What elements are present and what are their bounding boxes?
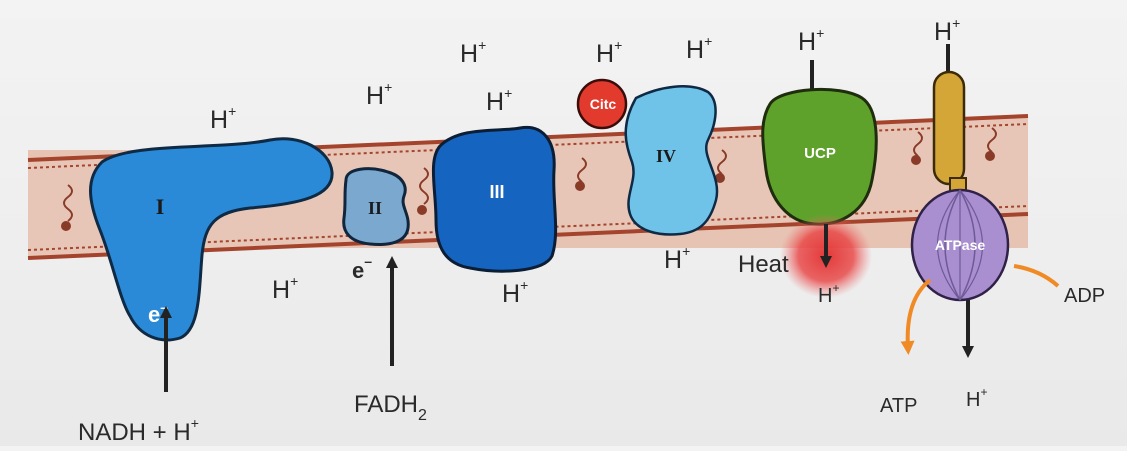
cytochrome-c-label: Citc	[590, 96, 617, 112]
cytochrome-c: Citc	[576, 78, 628, 130]
proton-label: H+	[272, 273, 298, 304]
adp-label: ADP	[1064, 285, 1105, 307]
atpase-label: ATPase	[935, 237, 986, 253]
fadh-label: FADH2	[354, 391, 427, 424]
electron-label-2: e–	[352, 253, 372, 283]
nadh-label: NADH + H+	[78, 415, 199, 446]
proton-label: H+	[366, 79, 392, 110]
proton-label: H+	[934, 15, 960, 46]
proton-labels: H+ H+ H+ H+ H+ H+ H+ H+ H+ H+ H+ H+ H+	[210, 15, 987, 411]
complex-IV: IV	[624, 85, 719, 236]
atp-synthase: ATPase	[910, 44, 1010, 358]
complex-I-label: I	[156, 194, 165, 219]
proton-label: H+	[664, 243, 690, 274]
proton-label: H+	[686, 33, 712, 64]
adp-arrow	[1013, 264, 1060, 288]
atp-arrow	[900, 278, 932, 355]
complex-II-label: II	[368, 198, 382, 218]
proton-label: H+	[596, 37, 622, 68]
proton-label: H+	[818, 281, 839, 307]
proton-label: H+	[966, 385, 987, 411]
proton-label: H+	[486, 85, 512, 116]
complex-IV-label: IV	[656, 146, 676, 166]
complex-III-label: III	[489, 182, 504, 202]
proton-label: H+	[460, 37, 486, 68]
complex-III: III	[431, 125, 558, 273]
heat-label: Heat	[738, 251, 789, 278]
complex-II: II	[342, 167, 410, 246]
atp-label: ATP	[880, 395, 917, 417]
uncoupling-protein: UCP	[761, 60, 878, 298]
proton-label: H+	[502, 277, 528, 308]
proton-label: H+	[798, 25, 824, 56]
ucp-label: UCP	[804, 145, 836, 162]
proton-label: H+	[210, 103, 236, 134]
